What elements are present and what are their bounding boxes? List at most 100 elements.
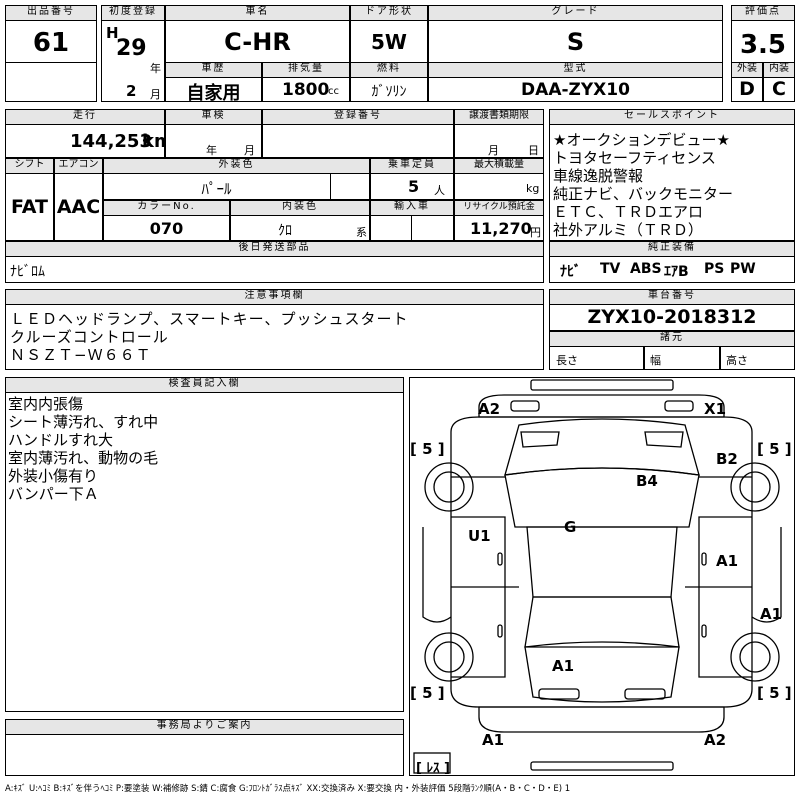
- aircon-label: エアコン: [54, 158, 103, 174]
- lot-number: 61: [32, 28, 70, 58]
- model-box: [428, 77, 723, 102]
- inspector-label: 検査員記入欄: [5, 377, 404, 393]
- legend: A:ｷｽﾞ U:ﾍｺﾐ B:ｷｽﾞを伴うﾍｺﾐ P:要塗装 W:補修跡 S:錆 …: [5, 784, 571, 794]
- first-reg-label: 初度登録: [101, 5, 165, 21]
- shift-label: シフト: [5, 158, 54, 174]
- damage-mark: G: [564, 518, 577, 536]
- interior-value: C: [772, 78, 786, 100]
- dim-length-box: [549, 346, 644, 370]
- equipment-item: ABS: [630, 261, 662, 277]
- dim-width: 幅: [650, 354, 661, 367]
- damage-mark: B4: [636, 472, 658, 490]
- recycle-unit: 円: [530, 226, 541, 239]
- door-value: 5W: [371, 30, 407, 54]
- capacity-label: 乗車定員: [370, 158, 454, 174]
- load-label: 最大積載量: [454, 158, 544, 174]
- chassis-box: [549, 304, 795, 331]
- notes-line: ＮＳＺＴ−Ｗ６６Ｔ: [10, 346, 152, 364]
- tire-depth: [ 5 ]: [410, 684, 445, 702]
- load-box: [454, 173, 544, 200]
- chassis-label: 車台番号: [549, 289, 795, 305]
- mileage-label: 走行: [5, 109, 165, 125]
- sales-line: 社外アルミ（ＴＲＤ）: [553, 221, 703, 239]
- int-color-box: [230, 215, 370, 241]
- interior-box: [763, 77, 795, 102]
- later-label: 後日発送部品: [5, 241, 544, 257]
- grade-value: S: [566, 28, 585, 56]
- inspector-line: バンパー下Ａ: [8, 485, 99, 503]
- damage-mark: A1: [760, 605, 783, 623]
- equipment-box: [549, 256, 795, 283]
- equipment-item: PS: [704, 261, 725, 277]
- int-color-label: 内装色: [230, 200, 370, 216]
- car-name-label: 車名: [165, 5, 350, 21]
- tire-depth: [ 5 ]: [410, 440, 445, 458]
- grade-label: グレード: [428, 5, 723, 21]
- inspector-line: ハンドルすれ大: [8, 431, 114, 449]
- notes-label: 注意事項欄: [5, 289, 544, 305]
- interior-label: 内装: [763, 62, 795, 78]
- history-value: 自家用: [186, 83, 241, 104]
- sales-line: 純正ナビ、バックモニター: [553, 185, 734, 203]
- notes-line: クルーズコントロール: [10, 328, 169, 346]
- car-diagram: [413, 379, 782, 774]
- score-box: [731, 20, 795, 63]
- equipment-label: 純正装備: [549, 241, 795, 257]
- car-name: C-HR: [224, 28, 291, 56]
- sales-line: ★オークションデビュー★: [553, 131, 730, 149]
- exterior-label: 外装: [731, 62, 763, 78]
- sales-line: トヨタセーフティセンス: [553, 149, 716, 167]
- inspection-label: 車検: [165, 109, 262, 125]
- first-reg-box: [101, 20, 165, 102]
- displacement-unit: cc: [328, 86, 339, 97]
- reg-month: 2: [126, 82, 137, 100]
- color-box: [103, 173, 370, 200]
- capacity-box: [370, 173, 454, 200]
- damage-mark: A1: [482, 731, 505, 749]
- sales-box: [549, 124, 795, 241]
- mileage-value: 144,253: [70, 131, 152, 152]
- transfer-label: 譲渡書類期限: [454, 109, 544, 125]
- reg-no-box: [262, 124, 454, 158]
- transfer-box: [454, 124, 544, 158]
- spare-tire: [ ﾚｽ ]: [416, 761, 450, 776]
- inspector-line: シート薄汚れ、すれ中: [8, 413, 159, 431]
- equipment-item: ｴｱB: [664, 264, 689, 280]
- lot-label: 出品番号: [5, 5, 97, 21]
- transfer-day-unit: 日: [528, 144, 539, 157]
- later-box: [5, 256, 544, 283]
- dim-height: 高さ: [726, 354, 748, 367]
- load-unit: kg: [526, 182, 540, 195]
- recycle-box: [454, 215, 544, 241]
- notes-line: ＬＥＤヘッドランプ、スマートキー、プッシュスタート: [10, 310, 409, 328]
- exterior-box: [731, 77, 763, 102]
- dim-height-box: [720, 346, 795, 370]
- lot-lower: [5, 62, 97, 102]
- int-color-value: ｸﾛ: [278, 223, 292, 239]
- damage-mark: U1: [468, 527, 491, 545]
- reg-month-unit: 月: [150, 88, 161, 101]
- import-label: 輸入車: [370, 200, 454, 216]
- displacement-label: 排気量: [262, 62, 350, 78]
- inspector-line: 外装小傷有り: [8, 467, 99, 485]
- shift-box: [5, 173, 54, 241]
- history-box: [165, 77, 262, 102]
- reg-year: 29: [116, 36, 147, 61]
- displacement-box: [262, 77, 350, 102]
- color-no-label: カラーNo.: [103, 200, 230, 216]
- inspection-year-unit: 年: [206, 144, 217, 157]
- sales-line: 車線逸脱警報: [553, 167, 644, 185]
- door-box: [350, 20, 428, 63]
- car-name-box: [165, 20, 350, 63]
- later-value: ﾅﾋﾞﾛﾑ: [10, 264, 45, 280]
- shift-value: FAT: [11, 196, 48, 218]
- transfer-month-unit: 月: [488, 144, 499, 157]
- equipment-item: TV: [600, 261, 621, 277]
- fuel-label: 燃料: [350, 62, 428, 78]
- office-box: [5, 734, 404, 776]
- capacity-unit: 人: [434, 184, 445, 197]
- damage-mark: A1: [552, 657, 575, 675]
- fuel-box: [350, 77, 428, 102]
- exterior-value: D: [739, 78, 755, 100]
- color-label: 外装色: [103, 158, 370, 174]
